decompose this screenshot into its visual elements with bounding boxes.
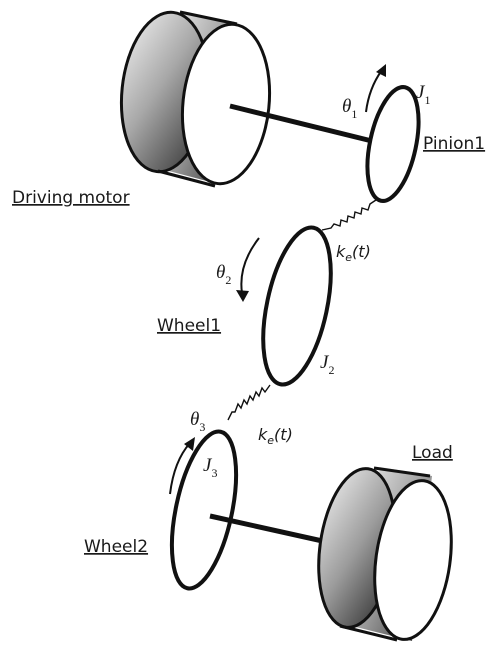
theta2-symbol: θ2 (216, 262, 231, 287)
pinion1-label: Pinion1 (423, 134, 485, 154)
wheel1-label: Wheel1 (157, 316, 221, 336)
wheel1-disk (261, 225, 333, 387)
load-cylinder (317, 466, 453, 642)
j1-symbol: J1 (416, 82, 430, 107)
spring-1 (321, 199, 377, 231)
theta3-arrowhead (184, 437, 195, 451)
wheel2-label: Wheel2 (84, 537, 148, 557)
theta1-arrowhead (376, 64, 386, 77)
wheel2-disk (169, 429, 239, 591)
theta2-arrow (240, 237, 260, 294)
theta1-symbol: θ1 (342, 96, 357, 121)
motor-shaft (229, 103, 381, 146)
ke-label-2: ke(t) (258, 425, 293, 447)
load-label: Load (412, 443, 453, 463)
j3-symbol: J3 (203, 455, 217, 480)
theta2-arrowhead (236, 290, 249, 302)
theta3-symbol: θ3 (190, 409, 205, 434)
spring-2 (227, 384, 271, 421)
pinion1-disk (365, 85, 421, 203)
theta1-arrow (365, 69, 383, 113)
j2-symbol: J2 (320, 352, 334, 377)
driving-motor-cylinder (119, 10, 272, 188)
ke-label-1: ke(t) (336, 242, 371, 264)
driving-motor-label: Driving motor (12, 188, 130, 208)
